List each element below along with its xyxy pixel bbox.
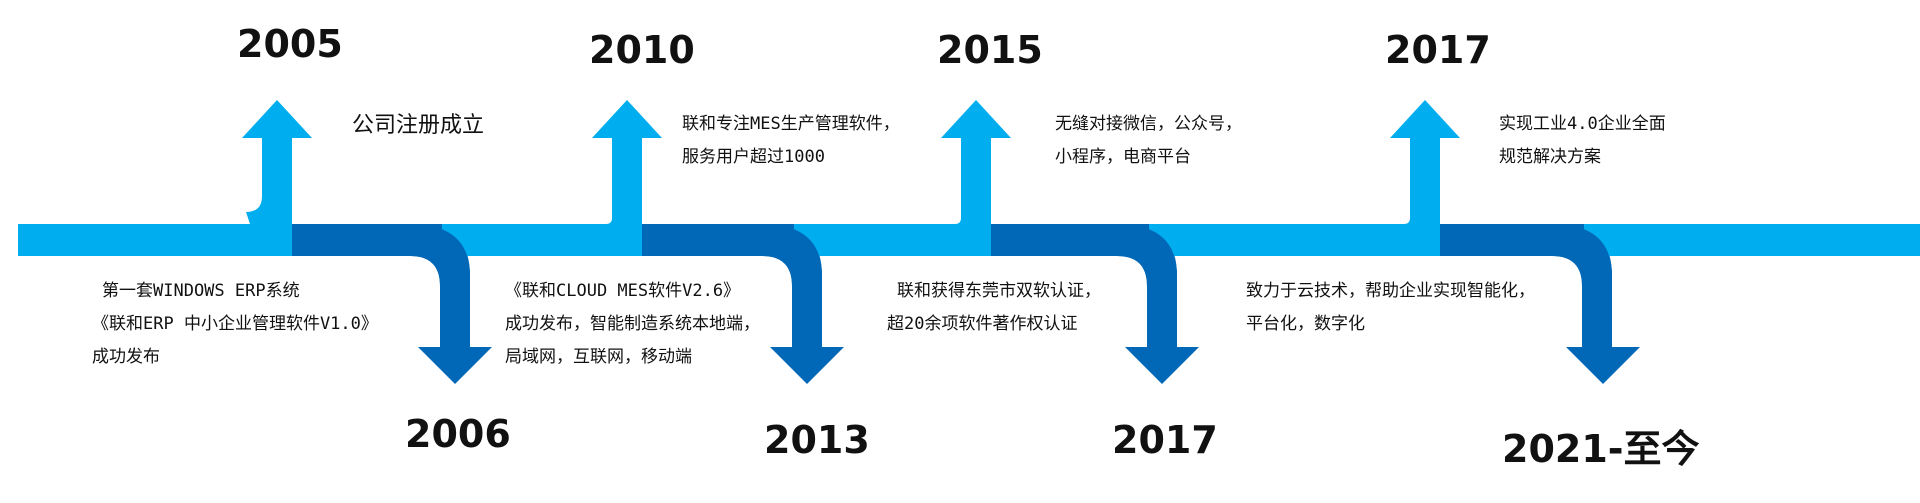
event-desc-line: 实现工业4.0企业全面 (1499, 114, 1666, 134)
event-desc-line: 联和专注MES生产管理软件， (682, 114, 900, 134)
year-label-2005: 2005 (237, 22, 343, 66)
up-arrow-2017 (1390, 100, 1460, 228)
event-desc-2010: 联和专注MES生产管理软件， 服务用户超过1000 (682, 108, 900, 174)
year-label-2021: 2021-至今 (1502, 427, 1700, 471)
event-desc-line: 服务用户超过1000 (682, 147, 825, 167)
year-label-2006: 2006 (405, 412, 511, 456)
event-desc-2017-up: 实现工业4.0企业全面 规范解决方案 (1499, 108, 1666, 174)
event-desc-2013: 《联和CLOUD MES软件V2.6》 成功发布，智能制造系统本地端， 局域网，… (505, 275, 760, 374)
event-desc-line: 《联和CLOUD MES软件V2.6》 (505, 281, 741, 301)
event-desc-line: 《联和ERP 中小企业管理软件V1.0》 (92, 314, 378, 334)
event-desc-line: 平台化，数字化 (1246, 314, 1365, 334)
event-desc-2017-down: 联和获得东莞市双软认证， 超20余项软件著作权认证 (887, 275, 1101, 341)
up-arrow-2005 (242, 100, 312, 228)
year-label-2010: 2010 (589, 28, 695, 72)
up-arrow-2010 (592, 100, 662, 228)
year-label-2013: 2013 (764, 418, 870, 462)
event-desc-line: 规范解决方案 (1499, 147, 1601, 167)
event-desc-line: 成功发布，智能制造系统本地端， (505, 314, 760, 334)
event-desc-2015: 无缝对接微信，公众号， 小程序，电商平台 (1055, 108, 1242, 174)
year-label-2017-down: 2017 (1112, 418, 1218, 462)
event-desc-line: 公司注册成立 (352, 113, 485, 138)
event-desc-line: 无缝对接微信，公众号， (1055, 114, 1242, 134)
event-desc-line: 局域网，互联网，移动端 (505, 347, 692, 367)
up-arrow-2015 (941, 100, 1011, 228)
event-desc-line: 小程序，电商平台 (1055, 147, 1191, 167)
event-desc-2006: 第一套WINDOWS ERP系统 《联和ERP 中小企业管理软件V1.0》 成功… (92, 275, 378, 374)
event-desc-line: 第一套WINDOWS ERP系统 (102, 281, 300, 301)
year-label-2015: 2015 (937, 28, 1043, 72)
event-desc-2005: 公司注册成立 (352, 111, 484, 141)
event-desc-line: 致力于云技术，帮助企业实现智能化， (1246, 281, 1535, 301)
event-desc-2021: 致力于云技术，帮助企业实现智能化， 平台化，数字化 (1246, 275, 1535, 341)
event-desc-line: 成功发布 (92, 347, 160, 367)
event-desc-line: 联和获得东莞市双软认证， (897, 281, 1101, 301)
event-desc-line: 超20余项软件著作权认证 (887, 314, 1078, 334)
year-label-2017-up: 2017 (1385, 28, 1491, 72)
